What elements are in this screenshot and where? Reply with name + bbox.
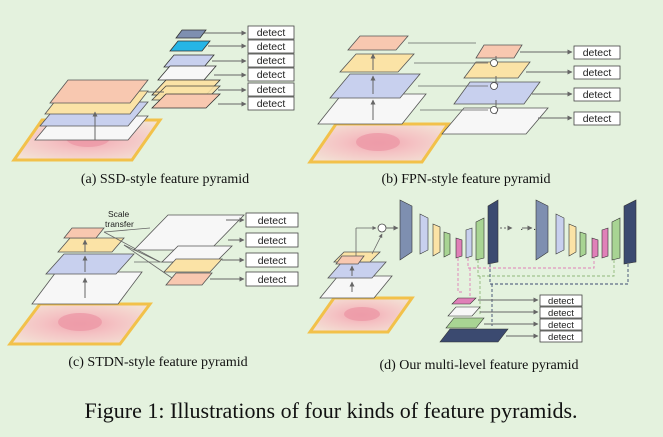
ssd-detect-boxes: detect detect detect detect detect detec… (204, 25, 295, 111)
fpn-bottom-yellow (339, 53, 415, 73)
panel-fpn: detect detect detect detect (b) FPN-styl… (307, 35, 621, 187)
detect-label: detect (257, 69, 286, 81)
ml-base-peach (335, 255, 365, 265)
detect-label: detect (257, 41, 286, 53)
ml-detect-boxes: detect detect detect detect (478, 294, 583, 343)
fpn-bottom-lavender (329, 73, 421, 99)
sum-node-icon (490, 106, 498, 114)
detect-label: detect (548, 320, 574, 331)
scale-transfer-label: transfer (105, 219, 134, 229)
ssd-map-4 (157, 65, 217, 81)
stdn-out-peach (165, 272, 213, 286)
detect-label: detect (257, 55, 286, 67)
ssd-map-3 (163, 54, 215, 68)
ml-base-white (319, 275, 393, 299)
scale-transfer-label: Scale (108, 209, 130, 219)
ssd-map-2 (169, 40, 211, 52)
ml-out-navy (439, 328, 509, 343)
detect-label: detect (258, 274, 287, 286)
detect-label: detect (258, 235, 287, 247)
detect-label: detect (548, 296, 574, 307)
input-image-multilevel (307, 296, 415, 334)
caption-d: (d) Our multi-level feature pyramid (379, 358, 578, 373)
sum-node-icon (490, 59, 498, 67)
detect-label: detect (583, 67, 612, 79)
detect-label: detect (548, 308, 574, 319)
ml-out-pink (451, 297, 477, 305)
input-image-stdn (7, 302, 153, 346)
panel-stdn: Scale transfer detect detect detect dete… (7, 209, 299, 370)
detect-label: detect (257, 27, 286, 39)
detect-label: detect (583, 89, 612, 101)
detect-label: detect (257, 84, 286, 96)
fusion-node-icon (377, 223, 387, 233)
ssd-map-7 (151, 93, 221, 109)
input-image-fpn (307, 122, 451, 164)
tum-module-1 (399, 199, 499, 265)
fpn-detect-boxes: detect detect detect detect (520, 45, 621, 126)
detect-label: detect (258, 255, 287, 267)
fpn-top-white (441, 107, 549, 135)
stdn-white (31, 271, 143, 305)
fpn-top-peach (475, 44, 523, 59)
fpn-bottom-white (317, 93, 427, 125)
ml-out-white (447, 306, 481, 317)
stdn-detect-boxes: detect detect detect detect (210, 212, 299, 287)
caption-c: (c) STDN-style feature pyramid (68, 355, 247, 370)
panel-ssd: detect detect detect detect detect detec… (11, 25, 295, 187)
ssd-map-1 (175, 29, 207, 39)
ml-base-lavender (327, 261, 387, 279)
detect-label: detect (258, 215, 287, 227)
stdn-out-yellow (163, 258, 223, 273)
detect-label: detect (548, 332, 574, 343)
fpn-bottom-peach (347, 35, 409, 51)
detect-label: detect (583, 113, 612, 125)
stdn-peach (63, 227, 105, 239)
detect-label: detect (257, 98, 286, 110)
panel-multilevel: · · · (307, 199, 637, 373)
fpn-top-yellow (463, 61, 531, 79)
figure-caption: Figure 1: Illustrations of four kinds of… (84, 398, 577, 423)
layer-peach (49, 79, 149, 104)
sum-node-icon (490, 82, 498, 90)
ml-out-green (445, 317, 485, 329)
caption-b: (b) FPN-style feature pyramid (381, 172, 550, 187)
stdn-lavender (45, 253, 135, 275)
detect-label: detect (583, 47, 612, 59)
fpn-top-lavender (453, 81, 541, 105)
ellipsis-label: · · · (520, 223, 536, 235)
caption-a: (a) SSD-style feature pyramid (81, 172, 249, 187)
stdn-yellow (57, 237, 125, 253)
tum-module-2 (535, 199, 637, 265)
scale-routing-lines (457, 258, 629, 326)
